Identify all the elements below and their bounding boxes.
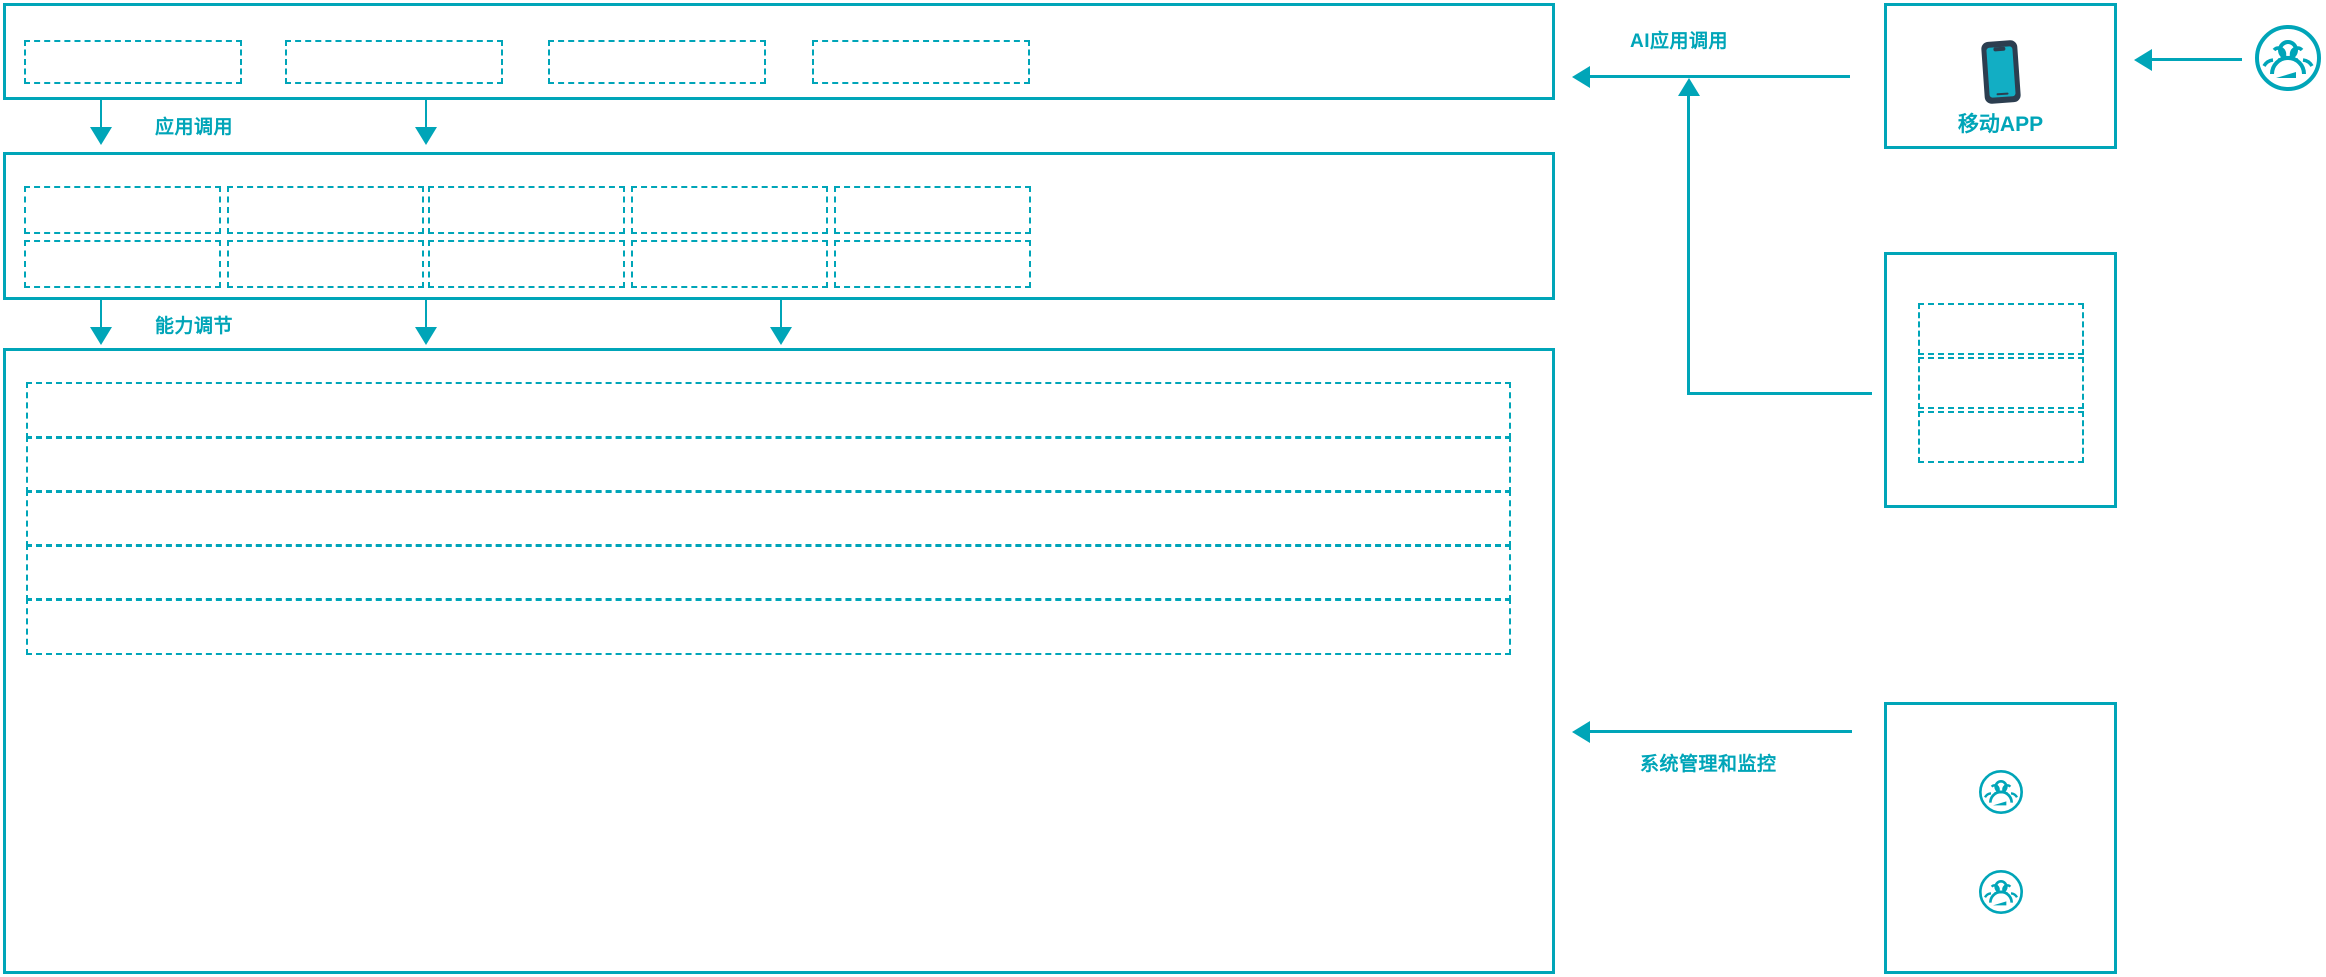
ai-app-call-riser-arrowhead bbox=[1678, 78, 1700, 96]
app-call-arrowhead-right bbox=[415, 127, 437, 145]
mobile-app-label: 移动APP bbox=[1957, 113, 2044, 136]
application-slot-3[interactable] bbox=[548, 40, 766, 84]
ai-app-call-arrowhead bbox=[1572, 66, 1590, 88]
app-call-arrowhead-left bbox=[90, 127, 112, 145]
channel-list-card bbox=[1884, 252, 2117, 508]
capability-r2-c1[interactable] bbox=[24, 240, 221, 288]
user-group-icon bbox=[2252, 22, 2324, 94]
capability-layer-panel bbox=[3, 152, 1555, 300]
application-slot-2[interactable] bbox=[285, 40, 503, 84]
capability-r1-c4[interactable] bbox=[631, 186, 828, 234]
channel-item-1[interactable] bbox=[1918, 303, 2084, 355]
smartphone-icon bbox=[1975, 38, 2027, 106]
app-call-line-left bbox=[100, 100, 102, 138]
application-slot-4[interactable] bbox=[812, 40, 1030, 84]
ai-app-call-label: AI应用调用 bbox=[1630, 31, 1729, 52]
application-layer-panel bbox=[3, 3, 1555, 100]
capability-adjust-line-3 bbox=[780, 300, 782, 338]
capability-r1-c5[interactable] bbox=[834, 186, 1031, 234]
admin-user-group-icon-2 bbox=[1977, 868, 2025, 916]
end-user-to-mobile-arrowhead bbox=[2134, 49, 2152, 71]
system-admin-monitor-line bbox=[1590, 730, 1852, 733]
capability-r1-c3[interactable] bbox=[428, 186, 625, 234]
capability-adjust-arrowhead-1 bbox=[90, 327, 112, 345]
capability-r2-c5[interactable] bbox=[834, 240, 1031, 288]
capability-r1-c2[interactable] bbox=[227, 186, 424, 234]
capability-adjust-label: 能力调节 bbox=[155, 316, 234, 337]
ai-app-call-riser bbox=[1687, 95, 1690, 395]
infrastructure-row-1[interactable] bbox=[26, 382, 1511, 439]
capability-r2-c4[interactable] bbox=[631, 240, 828, 288]
ai-app-call-riser-elbow bbox=[1687, 392, 1872, 395]
capability-r2-c3[interactable] bbox=[428, 240, 625, 288]
capability-adjust-line-2 bbox=[425, 300, 427, 338]
end-user-to-mobile-line bbox=[2152, 58, 2242, 61]
app-call-line-right bbox=[425, 100, 427, 138]
application-slot-1[interactable] bbox=[24, 40, 242, 84]
admin-user-group-icon-1 bbox=[1977, 768, 2025, 816]
infrastructure-row-2[interactable] bbox=[26, 436, 1511, 493]
capability-adjust-arrowhead-3 bbox=[770, 327, 792, 345]
infrastructure-row-5[interactable] bbox=[26, 598, 1511, 655]
capability-r1-c1[interactable] bbox=[24, 186, 221, 234]
ai-app-call-line bbox=[1590, 75, 1850, 78]
capability-adjust-line-1 bbox=[100, 300, 102, 338]
channel-item-2[interactable] bbox=[1918, 357, 2084, 409]
infrastructure-row-4[interactable] bbox=[26, 544, 1511, 601]
admin-users-card bbox=[1884, 702, 2117, 974]
infrastructure-row-3[interactable] bbox=[26, 490, 1511, 547]
infrastructure-layer-panel bbox=[3, 348, 1555, 974]
system-admin-monitor-arrowhead bbox=[1572, 721, 1590, 743]
channel-item-3[interactable] bbox=[1918, 411, 2084, 463]
app-call-label: 应用调用 bbox=[155, 117, 234, 138]
capability-adjust-arrowhead-2 bbox=[415, 327, 437, 345]
capability-r2-c2[interactable] bbox=[227, 240, 424, 288]
system-admin-monitor-label: 系统管理和监控 bbox=[1640, 754, 1777, 775]
